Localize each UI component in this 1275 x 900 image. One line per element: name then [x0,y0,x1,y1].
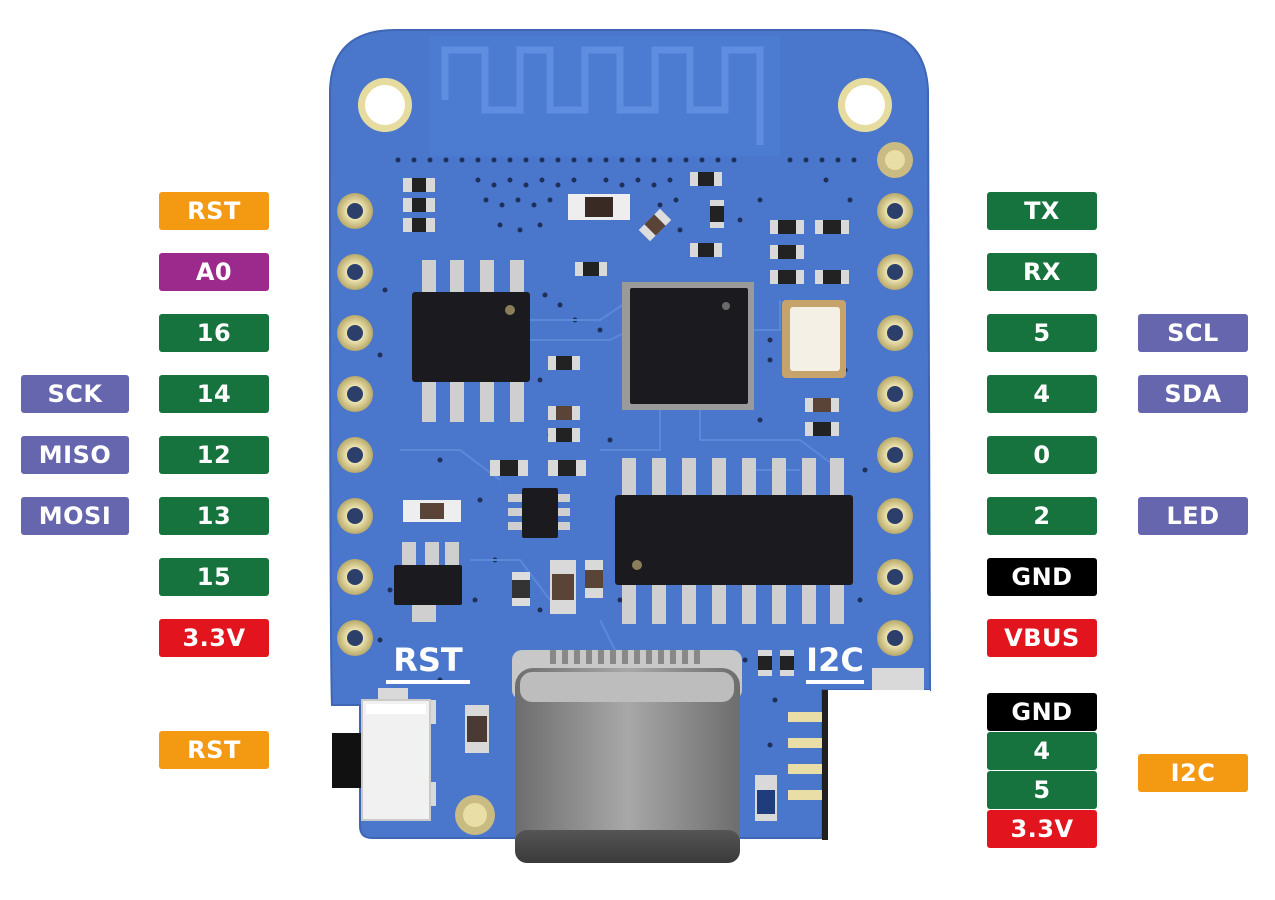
right-header-pads [877,193,913,656]
i2c-pin-gnd: GND [987,693,1097,731]
esp8266-chip [622,282,754,410]
pin-label-13: 13 [159,497,269,535]
i2c-pin-3v3: 3.3V [987,810,1097,848]
alt-label-mosi: MOSI [21,497,129,535]
pin-label-15: 15 [159,558,269,596]
silkscreen-i2c: I2C [806,640,864,684]
small-ics [394,488,570,622]
pin-label-5: 5 [987,314,1097,352]
smd-components [403,172,849,821]
alt-label-sck: SCK [21,375,129,413]
pin-label-0: 0 [987,436,1097,474]
pin-label-12: 12 [159,436,269,474]
pin-label-16: 16 [159,314,269,352]
reset-switch [332,688,436,821]
pin-label-rst: RST [159,192,269,230]
i2c-pin-5: 5 [987,771,1097,809]
pin-label-14: 14 [159,375,269,413]
silkscreen-rst: RST [386,640,470,684]
alt-label-miso: MISO [21,436,129,474]
usb-c-connector [512,650,742,863]
usb-serial-chip [615,458,853,624]
i2c-connector-title: I2C [1138,754,1248,792]
i2c-socket [788,668,930,850]
alt-label-led: LED [1138,497,1248,535]
pin-label-rx: RX [987,253,1097,291]
alt-label-scl: SCL [1138,314,1248,352]
i2c-pin-4: 4 [987,732,1097,770]
left-header-pads [337,193,373,656]
pin-label-gnd: GND [987,558,1097,596]
reset-button-label: RST [159,731,269,769]
pin-label-4: 4 [987,375,1097,413]
pin-label-tx: TX [987,192,1097,230]
pin-label-2: 2 [987,497,1097,535]
alt-label-sda: SDA [1138,375,1248,413]
pin-label-vbus: VBUS [987,619,1097,657]
pin-label-3v3: 3.3V [159,619,269,657]
crystal [782,300,846,378]
traces [400,299,841,661]
flash-chip [412,260,530,422]
pin-label-a0: A0 [159,253,269,291]
